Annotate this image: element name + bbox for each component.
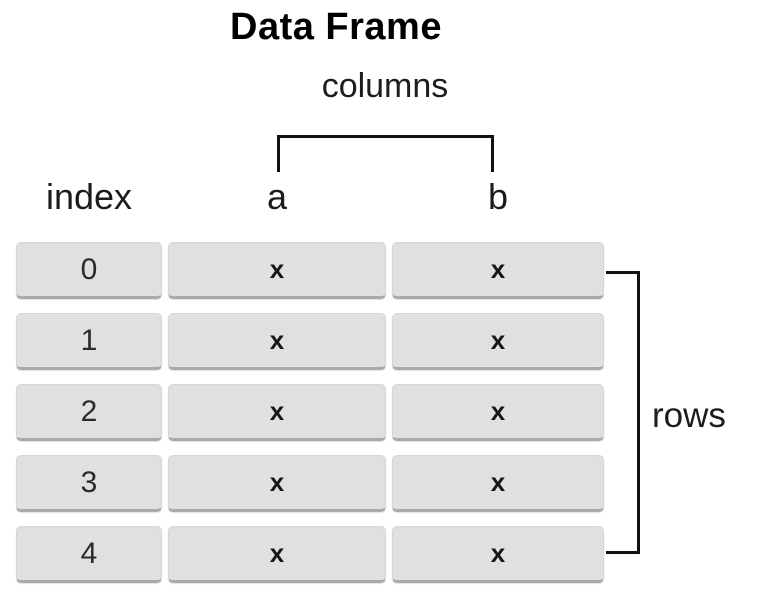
value-cell-a: x	[168, 384, 386, 441]
table-row: 4 x x	[16, 526, 604, 583]
index-cell: 3	[16, 455, 162, 512]
value-cell-b: x	[392, 455, 604, 512]
value-cell-a: x	[168, 526, 386, 583]
value-cell-b: x	[392, 384, 604, 441]
table-row: 2 x x	[16, 384, 604, 441]
rows-label: rows	[652, 396, 726, 435]
index-cell: 4	[16, 526, 162, 583]
table-row: 0 x x	[16, 242, 604, 299]
column-header-a: a	[266, 176, 288, 217]
header-row: index a b	[16, 176, 604, 218]
rows-bracket	[606, 271, 640, 554]
column-header-b: b	[487, 176, 509, 217]
value-cell-a: x	[168, 242, 386, 299]
index-cell: 1	[16, 313, 162, 370]
table-row: 1 x x	[16, 313, 604, 370]
value-cell-b: x	[392, 242, 604, 299]
value-cell-a: x	[168, 313, 386, 370]
diagram-title: Data Frame	[230, 6, 442, 48]
dataframe-table: 0 x x 1 x x 2 x x 3 x x 4 x x	[16, 242, 604, 583]
column-header-index: index	[45, 176, 133, 217]
index-cell: 0	[16, 242, 162, 299]
columns-label: columns	[321, 67, 449, 105]
value-cell-a: x	[168, 455, 386, 512]
columns-bracket	[277, 135, 494, 172]
index-cell: 2	[16, 384, 162, 441]
value-cell-b: x	[392, 526, 604, 583]
table-row: 3 x x	[16, 455, 604, 512]
value-cell-b: x	[392, 313, 604, 370]
